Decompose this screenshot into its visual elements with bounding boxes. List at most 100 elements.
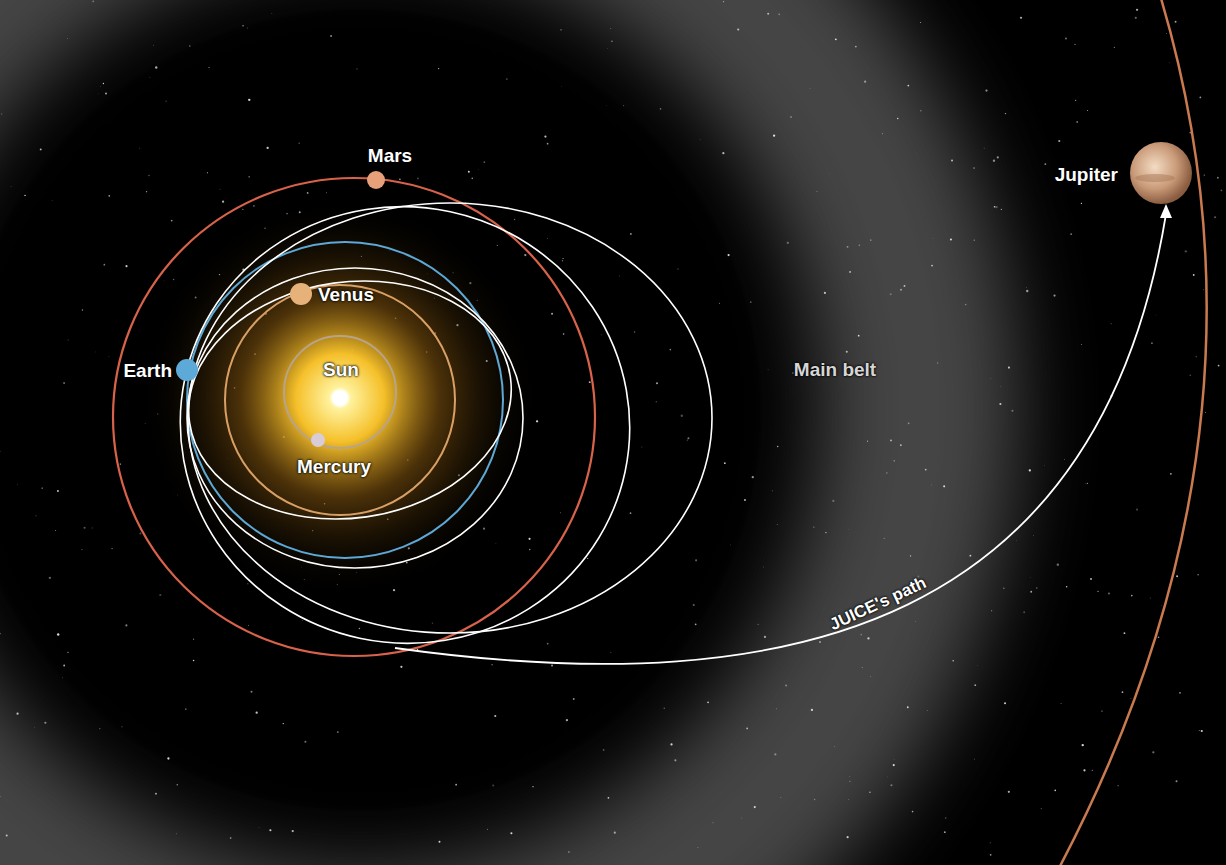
star xyxy=(920,110,921,111)
star xyxy=(337,731,339,733)
star xyxy=(491,664,492,665)
star xyxy=(103,264,105,266)
star xyxy=(209,67,210,68)
star xyxy=(887,776,889,778)
star xyxy=(828,173,830,175)
star xyxy=(847,528,849,530)
star xyxy=(1155,314,1157,316)
star xyxy=(546,238,548,240)
star xyxy=(432,622,433,623)
star xyxy=(1057,564,1059,566)
earth-planet xyxy=(176,359,198,381)
star xyxy=(1185,250,1187,252)
star xyxy=(931,484,933,486)
star xyxy=(120,463,121,464)
star xyxy=(1166,32,1168,34)
star xyxy=(603,749,605,751)
star xyxy=(193,639,194,640)
star xyxy=(125,265,127,267)
star xyxy=(573,698,575,700)
star xyxy=(792,372,794,374)
star xyxy=(859,245,860,246)
star xyxy=(724,462,726,464)
star xyxy=(562,260,563,261)
star xyxy=(1060,703,1062,705)
star xyxy=(950,238,952,240)
main-belt-ring xyxy=(0,0,920,865)
star xyxy=(1160,604,1162,606)
star xyxy=(98,93,100,95)
star xyxy=(1081,344,1082,345)
star xyxy=(847,246,849,248)
star xyxy=(0,633,1,634)
star xyxy=(993,159,995,161)
star xyxy=(17,484,19,486)
star xyxy=(248,176,249,177)
star xyxy=(1030,577,1032,579)
star xyxy=(121,726,122,727)
venus-orbit xyxy=(225,285,455,515)
star xyxy=(825,532,826,533)
star xyxy=(1131,595,1133,597)
star xyxy=(619,275,621,277)
venus-planet xyxy=(290,283,312,305)
star xyxy=(299,143,300,144)
juice-arrowhead xyxy=(1160,204,1172,218)
star xyxy=(49,577,51,579)
star xyxy=(974,240,975,241)
star xyxy=(1065,37,1067,39)
star xyxy=(614,832,616,834)
star xyxy=(1003,588,1004,589)
star xyxy=(510,832,512,834)
star xyxy=(867,637,869,639)
star xyxy=(925,469,927,471)
star xyxy=(969,555,971,557)
star xyxy=(99,728,100,729)
star xyxy=(506,79,507,80)
star xyxy=(944,831,946,833)
star xyxy=(1053,294,1055,296)
star xyxy=(1029,469,1031,471)
planet-label: Jupiter xyxy=(1055,164,1118,186)
earth-orbit xyxy=(187,242,503,558)
juice-loop xyxy=(140,165,671,685)
star xyxy=(484,161,486,163)
star xyxy=(148,175,149,176)
star xyxy=(1170,473,1172,475)
star xyxy=(487,829,488,830)
star xyxy=(920,22,921,23)
star xyxy=(907,85,909,87)
star xyxy=(1170,48,1172,50)
star xyxy=(175,833,177,835)
star xyxy=(62,677,64,679)
star xyxy=(1168,62,1170,64)
star xyxy=(1083,769,1085,771)
star xyxy=(266,147,268,149)
star xyxy=(1082,744,1084,746)
star xyxy=(492,785,494,787)
star xyxy=(767,369,769,371)
star xyxy=(1026,290,1028,292)
star xyxy=(51,200,53,202)
star xyxy=(1201,730,1203,732)
star xyxy=(634,331,635,332)
star xyxy=(1097,591,1098,592)
star xyxy=(189,45,190,46)
star xyxy=(153,44,155,46)
star xyxy=(816,191,817,192)
star xyxy=(674,759,676,761)
star xyxy=(811,709,813,711)
star xyxy=(695,623,697,625)
star xyxy=(222,201,224,203)
star xyxy=(897,118,898,119)
star xyxy=(468,171,470,173)
star xyxy=(707,701,709,703)
star xyxy=(524,254,526,256)
star xyxy=(1193,274,1195,276)
star xyxy=(1005,113,1006,114)
planet-label: Mars xyxy=(368,145,412,167)
star xyxy=(660,108,662,110)
star xyxy=(900,444,902,446)
star xyxy=(719,303,720,304)
